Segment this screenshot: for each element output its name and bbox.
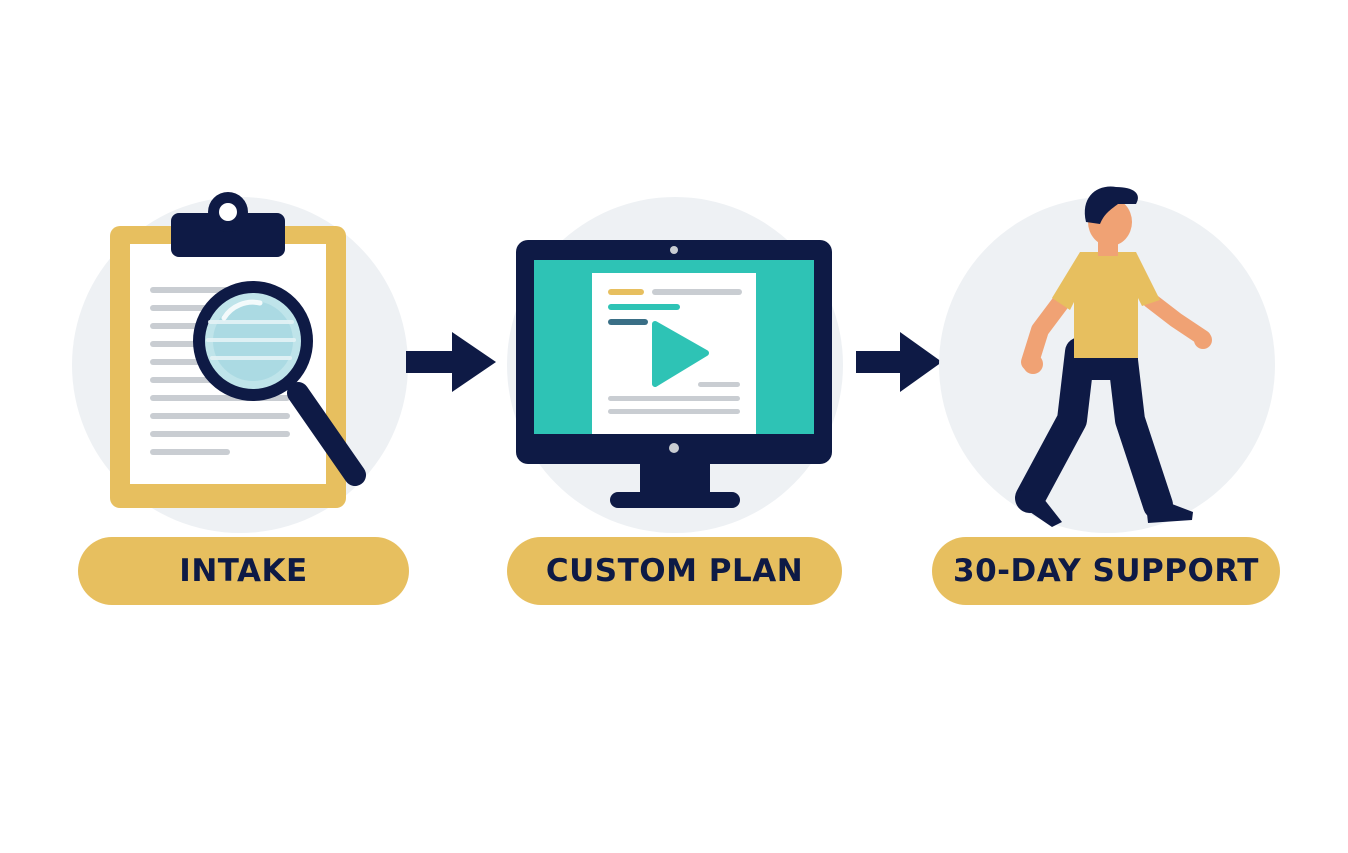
arrow-right-icon (406, 332, 496, 392)
clipboard-clip (171, 213, 285, 257)
person-left-shoe (1020, 490, 1062, 527)
monitor-neck (640, 460, 710, 498)
step-label-intake: INTAKE (78, 537, 409, 605)
person-shirt (1052, 252, 1160, 358)
person-hair (1084, 186, 1138, 224)
step-label-30-day-support: 30-DAY SUPPORT (932, 537, 1280, 605)
monitor-play-icon (507, 197, 843, 533)
magnifier-icon (193, 281, 366, 486)
clipboard-magnifier-icon (72, 192, 408, 533)
arrow-right-icon (856, 332, 942, 392)
monitor-base (610, 492, 740, 508)
person-right-arm (1142, 292, 1211, 346)
person-left-arm (1021, 289, 1073, 371)
play-icon (652, 321, 709, 387)
person-right-shoe (1146, 504, 1193, 523)
step-label-custom-plan: CUSTOM PLAN (507, 537, 842, 605)
walking-person-icon (939, 186, 1275, 533)
